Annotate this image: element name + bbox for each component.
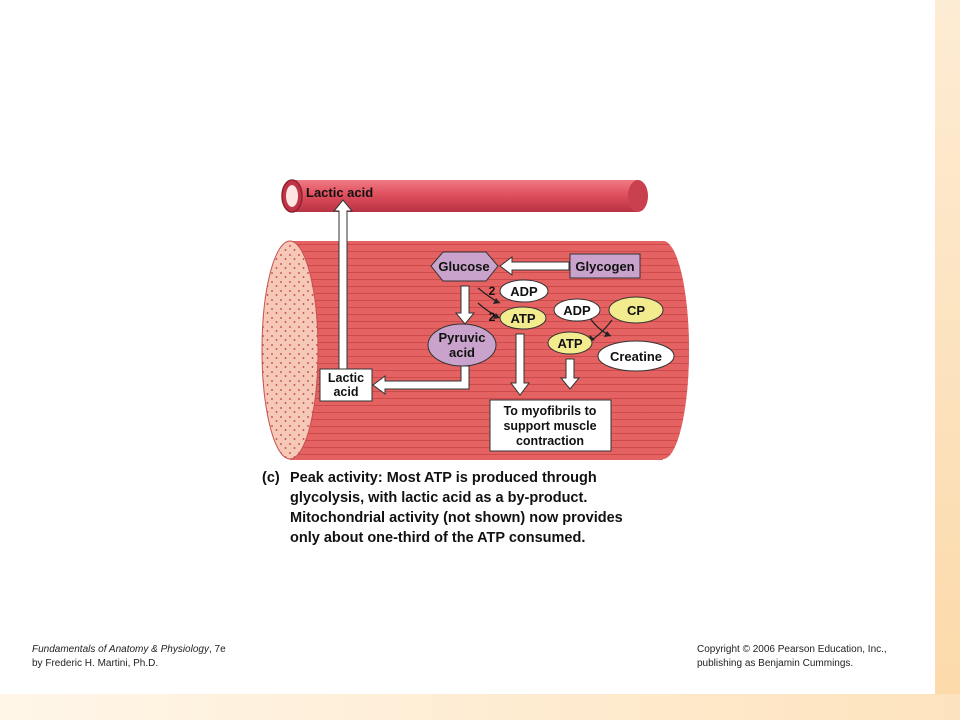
arrow-glycogen-to-glucose bbox=[499, 256, 570, 276]
copyright-line-1: Copyright © 2006 Pearson Education, Inc.… bbox=[697, 644, 887, 655]
caption-tag: (c) bbox=[262, 470, 280, 486]
glycogen-node: Glycogen bbox=[569, 253, 641, 279]
atp-count: 2 bbox=[489, 310, 496, 324]
myofibrils-node: To myofibrils to support muscle contract… bbox=[489, 399, 612, 452]
atp-cp-label: ATP bbox=[557, 336, 582, 351]
footer-book-info: Fundamentals of Anatomy & Physiology, 7e… bbox=[32, 643, 226, 671]
pyruvic-label-2: acid bbox=[449, 345, 475, 360]
myofibrils-label-3: contraction bbox=[516, 434, 584, 448]
book-title: Fundamentals of Anatomy & Physiology bbox=[32, 644, 209, 655]
copyright-line-2: publishing as Benjamin Cummings. bbox=[697, 658, 854, 669]
arrow-atp-to-myofibrils-1 bbox=[510, 333, 530, 396]
book-title-line: Fundamentals of Anatomy & Physiology, 7e bbox=[32, 643, 226, 657]
slide-right-border bbox=[935, 0, 960, 720]
footer-copyright: Copyright © 2006 Pearson Education, Inc.… bbox=[697, 643, 887, 671]
glycogen-label: Glycogen bbox=[575, 259, 634, 274]
arrow-glucose-to-pyruvic bbox=[454, 285, 476, 325]
adp-count: 2 bbox=[489, 284, 496, 298]
caption-line-2: glycolysis, with lactic acid as a by-pro… bbox=[290, 490, 588, 506]
arrow-pyruvic-to-lactic bbox=[372, 365, 470, 395]
arrow-atp-to-myofibrils-2 bbox=[559, 358, 581, 390]
caption-line-4: only about one-third of the ATP consumed… bbox=[290, 530, 586, 546]
slide-bottom-border bbox=[0, 694, 960, 720]
figure-caption: (c) Peak activity: Most ATP is produced … bbox=[262, 468, 702, 548]
caption-line-1-rest: Most ATP is produced through bbox=[382, 470, 597, 486]
adp-cp-node: ADP bbox=[553, 298, 601, 322]
vessel-lactic-acid-label: Lactic acid bbox=[306, 185, 373, 200]
book-edition: , 7e bbox=[208, 644, 226, 655]
caption-line-3: Mitochondrial activity (not shown) now p… bbox=[290, 510, 623, 526]
blood-vessel: Lactic acid bbox=[281, 179, 648, 213]
pyruvic-acid-node: Pyruvic acid bbox=[427, 323, 497, 367]
caption-text: Peak activity: Most ATP is produced thro… bbox=[290, 468, 702, 548]
arrow-lactic-to-vessel bbox=[332, 199, 354, 370]
lactic-label-1: Lactic bbox=[328, 371, 364, 385]
caption-line-1: Peak activity: Most ATP is produced thro… bbox=[290, 468, 702, 488]
adp-glycolysis-node: ADP bbox=[499, 279, 549, 303]
cp-label: CP bbox=[627, 303, 645, 318]
pyruvic-label-1: Pyruvic bbox=[439, 330, 486, 345]
glucose-node: Glucose bbox=[430, 251, 499, 282]
glucose-label: Glucose bbox=[438, 259, 489, 274]
caption-lead: Peak activity: bbox=[290, 470, 383, 486]
book-author: by Frederic H. Martini, Ph.D. bbox=[32, 658, 159, 669]
adp-cp-label: ADP bbox=[563, 303, 591, 318]
atp-cp-node: ATP bbox=[547, 331, 593, 355]
creatine-label: Creatine bbox=[610, 349, 662, 364]
atp-glycolysis-node: ATP bbox=[499, 306, 547, 330]
adp-glycolysis-label: ADP bbox=[510, 284, 538, 299]
lactic-label-2: acid bbox=[333, 385, 358, 399]
lactic-acid-node: Lactic acid bbox=[319, 368, 373, 402]
myofibrils-label-2: support muscle bbox=[503, 419, 596, 433]
creatine-node: Creatine bbox=[597, 340, 675, 372]
cp-node: CP bbox=[608, 296, 664, 324]
myofibrils-label-1: To myofibrils to bbox=[504, 404, 597, 418]
atp-glycolysis-label: ATP bbox=[510, 311, 535, 326]
